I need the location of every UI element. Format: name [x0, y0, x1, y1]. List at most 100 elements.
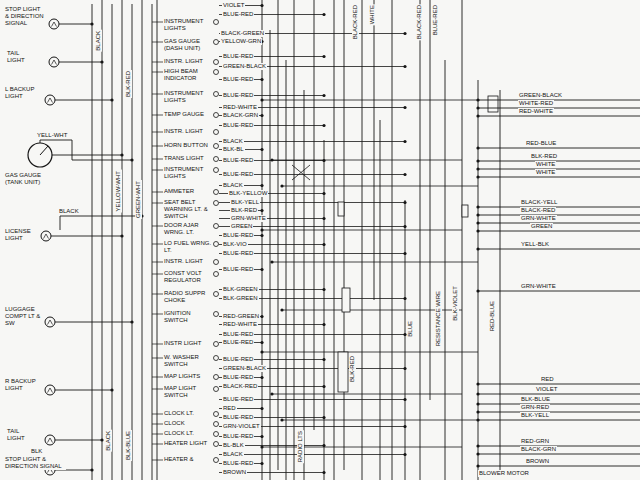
wire [405, 200, 406, 480]
wire-color-label: BLACK [222, 451, 244, 458]
splice-dot [476, 221, 479, 224]
wire [92, 4, 93, 480]
wire-color-label: WHITE [535, 161, 556, 168]
splice-dot [322, 13, 325, 16]
wire [48, 98, 53, 103]
wire [478, 231, 640, 232]
wire-color-label: GREEN [530, 223, 553, 230]
wire-color-label: BLUE-RED [222, 92, 254, 99]
wire [282, 420, 478, 421]
lamp-symbol [45, 317, 55, 327]
component-label: AMMETER [163, 188, 213, 195]
wire-color-label: BLK-VIO [222, 241, 248, 248]
component-label: LO FUEL WRNG. LT. [163, 240, 213, 254]
component-symbol [214, 272, 219, 277]
splice-dot [120, 153, 123, 156]
wire-color-label: BLK-VIOLET [452, 285, 459, 322]
splice-dot [476, 452, 479, 455]
splice-dot [322, 288, 325, 291]
wire-color-label: BLK-BL [222, 146, 245, 153]
splice-dot [110, 98, 113, 101]
wire-color-label: BLACK-GRN [520, 446, 557, 453]
component-label: HEATER & [163, 456, 213, 463]
splice-dot [260, 98, 263, 101]
component-label: LICENSE LIGHT [4, 228, 40, 242]
wire [392, 0, 393, 480]
wire-color-label: RED-GREEN [222, 313, 260, 320]
splice-dot [476, 402, 479, 405]
splice-dot [260, 148, 263, 151]
component-symbol [214, 201, 219, 206]
component-symbol [214, 168, 219, 173]
wire [55, 390, 112, 391]
component-label: BLOWER MOTOR [478, 470, 530, 477]
splice-dot [476, 98, 479, 101]
wire-color-label: BLUE-RED [222, 157, 254, 164]
splice-dot [403, 297, 406, 300]
wire-color-label: GRN-VIOLET [222, 423, 261, 430]
splice-dot [476, 205, 479, 208]
splice-dot [403, 453, 406, 456]
component-label: YELL-WHT [36, 132, 68, 139]
wire [142, 0, 143, 480]
component-label: INSTR LIGHT [163, 340, 213, 347]
wire-color-label: BLK-RED [530, 153, 558, 160]
wire-color-label: BLACK-GRN [222, 112, 259, 119]
component-label: INSTR. LIGHT [163, 128, 213, 135]
component-label: INSTRUMENT LIGHTS [163, 166, 213, 180]
wire-color-label: YELL-BLK [520, 241, 550, 248]
wire-color-label: WHITE [369, 4, 376, 25]
component-label: TAIL LIGHT [6, 428, 38, 442]
splice-dot [476, 418, 479, 421]
splice-dot [403, 367, 406, 370]
component-symbol [214, 432, 219, 437]
wire-color-label: BLUE-RED [222, 11, 254, 18]
component-label: LUGGAGE COMPT LT & SW [4, 306, 44, 327]
wire [445, 60, 446, 480]
component-label: CONST VOLT REGULATOR [163, 270, 213, 284]
wire-color-label: BLUE-RED [222, 76, 254, 83]
component-label: HIGH BEAM INDICATOR [163, 68, 213, 82]
wire-color-label: BLACK-RED [416, 4, 423, 40]
wire-color-label: BLK-YELLOW [228, 190, 268, 197]
splice-dot [260, 350, 263, 353]
wire [59, 62, 102, 63]
splice-dot [260, 435, 263, 438]
component-symbol [214, 224, 219, 229]
wire-color-label: RED-GRN [520, 438, 550, 445]
wire-color-label: VIOLET [222, 2, 245, 9]
splice-dot [476, 464, 479, 467]
component-symbol [214, 342, 219, 347]
component-label: INSTR. LIGHT [163, 58, 213, 65]
wire [48, 388, 53, 393]
wire [478, 100, 640, 101]
wire [44, 234, 49, 239]
wire-color-label: BLUE-RED [222, 171, 254, 178]
component-label: CLOCK LT. [163, 410, 213, 417]
wire-color-label: BLUE-RED [222, 232, 254, 239]
component-label: L BACKUP LIGHT [4, 86, 40, 100]
component-symbol [214, 113, 219, 118]
splice-dot [120, 234, 123, 237]
component-symbol [214, 130, 219, 135]
wire [48, 320, 53, 325]
splice-dot [90, 468, 93, 471]
wire [314, 0, 315, 430]
wire-color-label: BLACK [95, 30, 102, 52]
wire-color-label: BLACK-RED [520, 207, 556, 214]
connector-block [338, 202, 344, 216]
wire [478, 394, 640, 395]
wire-color-label: BLK-RED [349, 355, 356, 383]
splice-dot [403, 65, 406, 68]
component-label: W. WASHER SWITCH [163, 354, 213, 368]
wire [294, 0, 295, 480]
splice-dot [476, 392, 479, 395]
splice-dot [403, 225, 406, 228]
wire-color-label: RED-BLUE [525, 140, 557, 147]
wire-color-label: GRN-WHITE [230, 215, 267, 222]
wire-color-label: BLACK-RED [352, 4, 359, 40]
wire [478, 446, 640, 447]
splice-dot [403, 252, 406, 255]
component-label: R BACKUP LIGHT [4, 378, 40, 392]
splice-dot [476, 410, 479, 413]
